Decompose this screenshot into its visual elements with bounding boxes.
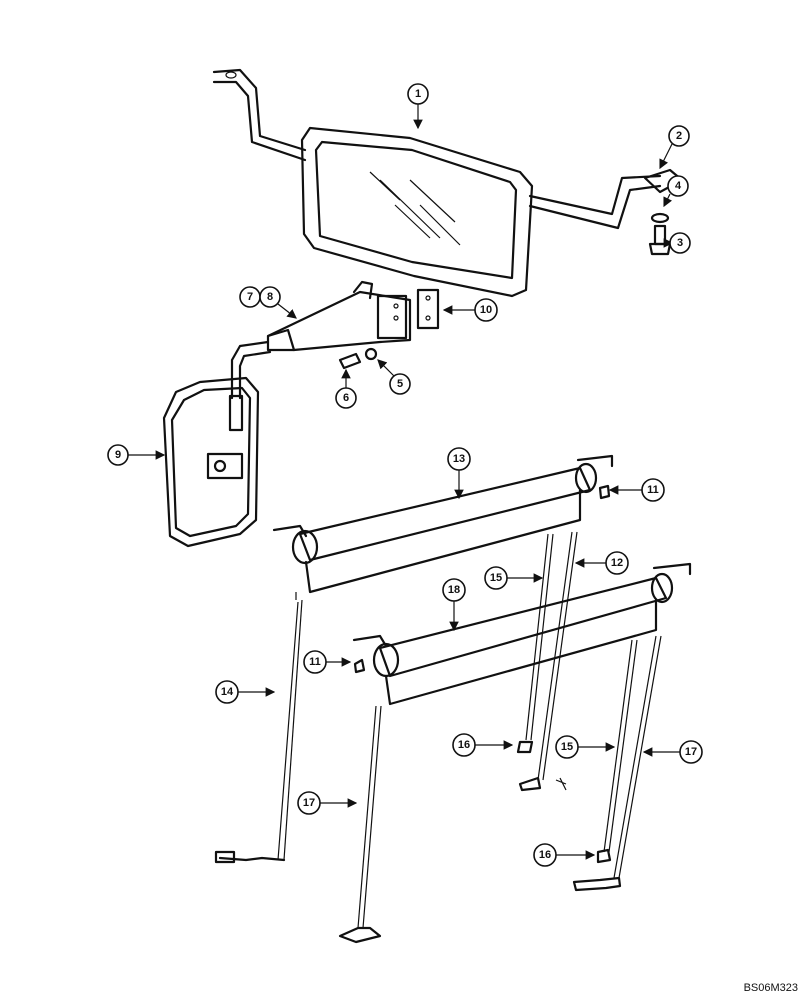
callout-15-lower: 15: [555, 735, 616, 759]
mirror-bracket: [212, 68, 684, 230]
callout-18: 18: [442, 578, 466, 632]
svg-text:14: 14: [221, 686, 234, 698]
callout-13: 13: [447, 447, 471, 500]
callout-9: 9: [107, 444, 166, 466]
svg-text:17: 17: [685, 746, 697, 758]
small-hardware: [353, 484, 611, 791]
rear-mirror: [300, 126, 534, 298]
drawing-reference: BS06M323: [743, 982, 798, 994]
side-mirror-arm: [228, 280, 412, 432]
callout-16-upper: 16: [452, 733, 514, 757]
callout-6: 6: [335, 368, 357, 409]
svg-text:11: 11: [647, 484, 659, 496]
lower-roller: [338, 562, 692, 944]
svg-text:6: 6: [343, 392, 349, 404]
svg-text:2: 2: [676, 130, 682, 142]
callout-15-upper: 15: [484, 566, 544, 590]
svg-text:7: 7: [247, 291, 253, 303]
callouts: 1 2 3 4 5 6 7 8 9 10 11 11 12 13 14 15 1…: [107, 83, 703, 867]
svg-text:13: 13: [453, 453, 465, 465]
side-mirror: [162, 376, 260, 548]
upper-roller: [214, 454, 614, 864]
callout-5: 5: [377, 359, 411, 395]
callout-11-upper: 11: [608, 478, 665, 502]
svg-text:4: 4: [675, 180, 682, 192]
svg-text:15: 15: [561, 741, 573, 753]
callout-11-lower: 11: [303, 650, 352, 674]
callout-3: 3: [663, 232, 691, 254]
callout-2: 2: [659, 125, 690, 170]
svg-text:9: 9: [115, 449, 121, 461]
svg-text:3: 3: [677, 237, 683, 249]
svg-text:18: 18: [448, 584, 460, 596]
callout-10: 10: [442, 298, 498, 322]
svg-text:17: 17: [303, 797, 315, 809]
callout-7: 7: [239, 286, 261, 308]
svg-text:10: 10: [480, 304, 492, 316]
svg-text:16: 16: [539, 849, 551, 861]
svg-text:12: 12: [611, 557, 623, 569]
callout-17-right: 17: [642, 740, 703, 764]
callout-14: 14: [215, 680, 276, 704]
svg-text:1: 1: [415, 88, 421, 100]
svg-text:11: 11: [309, 656, 321, 668]
callout-1: 1: [407, 83, 429, 130]
mounting-block: [416, 288, 440, 330]
callout-12: 12: [574, 551, 629, 575]
svg-text:16: 16: [458, 739, 470, 751]
callout-8: 8: [259, 286, 297, 319]
callout-16-lower: 16: [533, 843, 596, 867]
callout-4: 4: [663, 175, 689, 208]
svg-text:15: 15: [490, 572, 502, 584]
bolt-washer: [648, 212, 672, 256]
svg-text:5: 5: [397, 378, 403, 390]
callout-17-left: 17: [297, 791, 358, 815]
svg-text:8: 8: [267, 291, 273, 303]
